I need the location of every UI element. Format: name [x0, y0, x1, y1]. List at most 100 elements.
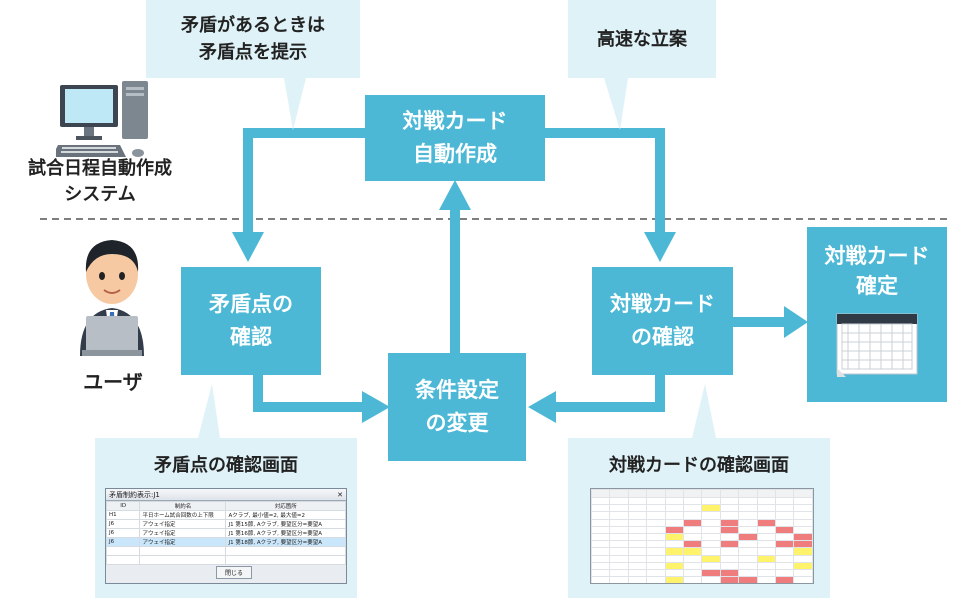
grid-cell: [719, 568, 740, 578]
grid-cell: [646, 540, 666, 549]
grid-row: [591, 518, 813, 527]
table-cell: [225, 546, 346, 556]
arrowhead-up-auto: [439, 180, 471, 210]
table-row[interactable]: J6 アウェイ指定 J1 第15節, Aクラブ, 要望区分=要望A: [106, 519, 346, 529]
grid-header-cell: [719, 489, 740, 498]
grid-cell: [609, 496, 629, 506]
grid-cell: [591, 547, 611, 556]
grid-row: [591, 496, 813, 506]
grid-cell: [627, 511, 648, 520]
grid-header-cell: [701, 489, 721, 498]
grid-cell: [591, 576, 611, 583]
grid-cell: [683, 568, 703, 578]
grid-cell: [627, 547, 648, 556]
table-row-empty: [106, 555, 346, 565]
grid-cell: [627, 525, 648, 534]
grid-cell: [701, 576, 721, 583]
grid-cell: [756, 576, 777, 583]
grid-cell: [793, 554, 813, 563]
grid-cell: [738, 576, 758, 583]
grid-row: [591, 489, 813, 498]
grid-row: [591, 525, 813, 534]
callout-matchups-screen-title: 対戦カードの確認画面: [609, 455, 789, 476]
grid-cell: [591, 504, 611, 513]
user-icon: [80, 240, 144, 356]
grid-cell: [756, 568, 777, 578]
node-confirmed-line1: 対戦カード: [824, 244, 930, 268]
grid-cell: [646, 504, 666, 513]
node-check-conflict-line1: 矛盾点の: [209, 292, 293, 317]
grid-cell: [683, 554, 703, 563]
grid-cell: [775, 511, 795, 520]
grid-cell: [591, 540, 611, 549]
grid-row: [591, 532, 813, 542]
grid-row: [591, 547, 813, 556]
table-header: 対応箇所: [225, 501, 346, 511]
table-cell: 平日ホーム試合回数の上下限: [139, 510, 227, 520]
node-confirmed-line2: 確定: [856, 274, 898, 299]
grid-row: [591, 576, 813, 583]
grid-cell: [775, 547, 795, 556]
grid-cell: [701, 554, 721, 563]
grid-cell: [701, 504, 721, 513]
grid-cell: [646, 511, 666, 520]
callout-pointer-top-right: [604, 78, 628, 130]
grid-cell: [664, 576, 685, 583]
callout-pointer-top-left: [284, 78, 306, 130]
actor-system-label: 試合日程自動作成 システム: [0, 156, 200, 208]
grid-cell: [627, 576, 648, 583]
grid-cell: [701, 561, 721, 570]
table-cell: [106, 555, 141, 565]
grid-cell: [683, 518, 703, 527]
grid-cell: [701, 518, 721, 527]
grid-cell: [719, 554, 740, 563]
table-row-selected[interactable]: J6 アウェイ指定 J1 第18節, Aクラブ, 要望区分=要望A: [106, 537, 346, 547]
grid-cell: [719, 518, 740, 527]
grid-cell: [793, 525, 813, 534]
table-cell: J6: [106, 519, 141, 529]
table-cell: Aクラブ, 最小値=2, 最大値=2: [225, 510, 346, 520]
table-cell: J1 第18節, Aクラブ, 要望区分=要望A: [225, 537, 346, 547]
close-icon[interactable]: ✕: [337, 490, 343, 499]
table-cell: J6: [106, 537, 141, 547]
matchup-grid: [590, 488, 814, 584]
grid-cell: [719, 540, 740, 549]
grid-header-cell: [738, 489, 758, 498]
grid-cell: [756, 518, 777, 527]
grid-cell: [738, 511, 758, 520]
actor-user-label: ユーザ: [83, 370, 143, 394]
grid-cell: [627, 496, 648, 506]
grid-cell: [591, 518, 611, 527]
grid-cell: [627, 518, 648, 527]
node-change-conditions: 条件設定 の変更: [388, 353, 526, 461]
computer-icon: [56, 81, 148, 157]
arrowhead-right-confirmed: [784, 306, 808, 338]
grid-cell: [609, 532, 629, 542]
grid-row: [591, 511, 813, 520]
grid-cell: [775, 504, 795, 513]
grid-cell: [775, 561, 795, 570]
grid-cell: [664, 532, 685, 542]
grid-header-cell: [683, 489, 703, 498]
grid-cell: [719, 525, 740, 534]
grid-cell: [775, 532, 795, 542]
grid-header-cell: [646, 489, 666, 498]
grid-cell: [738, 540, 758, 549]
grid-cell: [664, 525, 685, 534]
grid-row: [591, 568, 813, 578]
table-row[interactable]: J6 アウェイ指定 J1 第16節, Aクラブ, 要望区分=要望A: [106, 528, 346, 538]
close-button[interactable]: 閉じる: [216, 566, 252, 579]
callout-fast-text: 高速な立案: [597, 28, 687, 50]
grid-cell: [756, 532, 777, 542]
grid-cell: [719, 561, 740, 570]
conflict-window: 矛盾制約表示:J1 ✕ ID 制約名 対応箇所 H1 平日ホーム試合回数の上下限…: [105, 488, 347, 584]
grid-cell: [756, 496, 777, 506]
callout-conflict-hint: 矛盾があるときは 矛盾点を提示: [146, 0, 360, 78]
table-row[interactable]: H1 平日ホーム試合回数の上下限 Aクラブ, 最小値=2, 最大値=2: [106, 510, 346, 520]
table-cell: J6: [106, 528, 141, 538]
grid-cell: [664, 554, 685, 563]
grid-cell: [646, 561, 666, 570]
node-auto-create: 対戦カード 自動作成: [365, 95, 545, 181]
table-cell: アウェイ指定: [139, 537, 227, 547]
node-auto-create-line1: 対戦カード: [402, 109, 508, 134]
